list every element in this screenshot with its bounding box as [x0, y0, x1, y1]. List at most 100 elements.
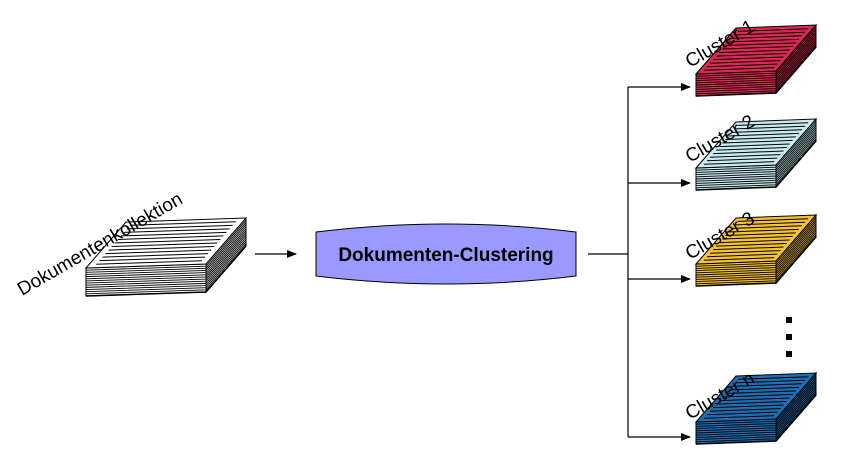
- sheet-edge: [85, 224, 247, 275]
- text-line: [725, 232, 796, 237]
- stack-bottom-edge: [695, 46, 817, 97]
- text-line: [728, 386, 799, 391]
- sheet-edge: [695, 134, 817, 184]
- text-line: [117, 235, 224, 240]
- sheet-edge: [85, 237, 247, 288]
- text-line: [728, 228, 799, 233]
- sheet-edge: [695, 131, 817, 182]
- text-line: [725, 390, 796, 395]
- text-line: [737, 376, 809, 380]
- sheet-edge: [85, 234, 247, 286]
- process-label: Dokumenten-Clustering: [338, 245, 553, 266]
- sheet-edge: [695, 225, 817, 276]
- sheet-edge: [695, 388, 817, 438]
- text-line: [710, 408, 781, 412]
- sheet-edge: [695, 230, 817, 280]
- text-line: [96, 260, 202, 265]
- sheet-edge: [85, 222, 247, 273]
- text-line: [703, 257, 775, 261]
- sheet-edge: [695, 33, 817, 84]
- text-line: [713, 150, 784, 155]
- sheet-edge: [695, 232, 817, 283]
- text-line: [719, 49, 790, 54]
- stack-top-face: [694, 372, 818, 423]
- sheet-edge: [695, 392, 817, 443]
- sheet-edge: [695, 136, 817, 187]
- stack-top-face: [694, 118, 818, 169]
- stack-top-face: [84, 217, 248, 269]
- stack-bottom-edge: [695, 236, 817, 287]
- text-line: [734, 379, 806, 384]
- sheet-edge: [85, 239, 247, 290]
- text-line: [722, 235, 793, 240]
- process-node: Dokumenten-Clustering: [315, 223, 577, 285]
- text-line: [734, 221, 806, 226]
- text-line: [111, 242, 218, 248]
- sheet-edge: [695, 40, 817, 90]
- sheet-edge: [695, 42, 817, 93]
- text-line: [737, 28, 809, 32]
- sheet-edge: [85, 219, 247, 271]
- document-stack-cluster-n: [694, 371, 818, 445]
- text-line: [706, 253, 778, 258]
- sheet-edge: [85, 232, 247, 284]
- document-stack-cluster-1: [694, 23, 818, 97]
- text-line: [105, 249, 212, 255]
- text-line: [731, 35, 802, 39]
- sheet-edge: [695, 37, 817, 88]
- sheet-edge: [695, 123, 817, 173]
- text-line: [728, 132, 799, 137]
- ellipsis-dot: [786, 317, 792, 323]
- text-line: [706, 411, 778, 416]
- stack-top-face: [694, 24, 818, 75]
- sheet-edge: [695, 138, 817, 189]
- ellipsis-dot: [786, 351, 792, 357]
- text-line: [731, 383, 802, 387]
- sheet-edge: [695, 29, 817, 79]
- text-line: [725, 136, 796, 141]
- text-line: [703, 67, 775, 71]
- stack-top-face: [694, 214, 818, 265]
- text-line: [719, 143, 790, 148]
- document-stack-cluster-2: [694, 117, 818, 191]
- text-line: [713, 246, 784, 251]
- text-line: [108, 246, 215, 251]
- sheet-edge: [85, 228, 247, 280]
- sheet-edge: [85, 241, 247, 293]
- text-line: [716, 146, 787, 151]
- text-line: [123, 228, 230, 233]
- sheet-edge: [695, 221, 817, 272]
- document-stack-source: [84, 216, 248, 297]
- sheet-edge: [695, 35, 817, 86]
- text-line: [114, 238, 221, 244]
- text-line: [737, 218, 809, 222]
- text-line: [731, 225, 802, 229]
- fan-out-connector: [588, 83, 691, 441]
- stack-bottom-edge: [695, 394, 817, 445]
- text-line: [722, 45, 793, 50]
- sheet-edge: [695, 390, 817, 441]
- sheet-edge: [695, 26, 817, 77]
- text-line: [716, 52, 787, 57]
- process-shape: [315, 223, 577, 285]
- stack-bottom-edge: [695, 140, 817, 191]
- text-line: [710, 250, 781, 254]
- sheet-edge: [695, 219, 817, 269]
- sheet-edge: [695, 127, 817, 178]
- sheet-edge: [695, 129, 817, 180]
- text-line: [719, 239, 790, 244]
- text-line: [127, 224, 233, 230]
- text-line: [102, 253, 209, 258]
- sheet-edge: [695, 385, 817, 436]
- sheet-edge: [695, 379, 817, 430]
- document-stack-cluster-3: [694, 213, 818, 287]
- text-line: [710, 60, 781, 64]
- sheet-edge: [695, 216, 817, 267]
- sheet-edge: [695, 374, 817, 425]
- sheet-edge: [695, 125, 817, 176]
- ellipsis-dot: [786, 334, 792, 340]
- text-line: [728, 38, 799, 43]
- sheet-edge: [695, 377, 817, 427]
- sheet-edge: [85, 243, 247, 295]
